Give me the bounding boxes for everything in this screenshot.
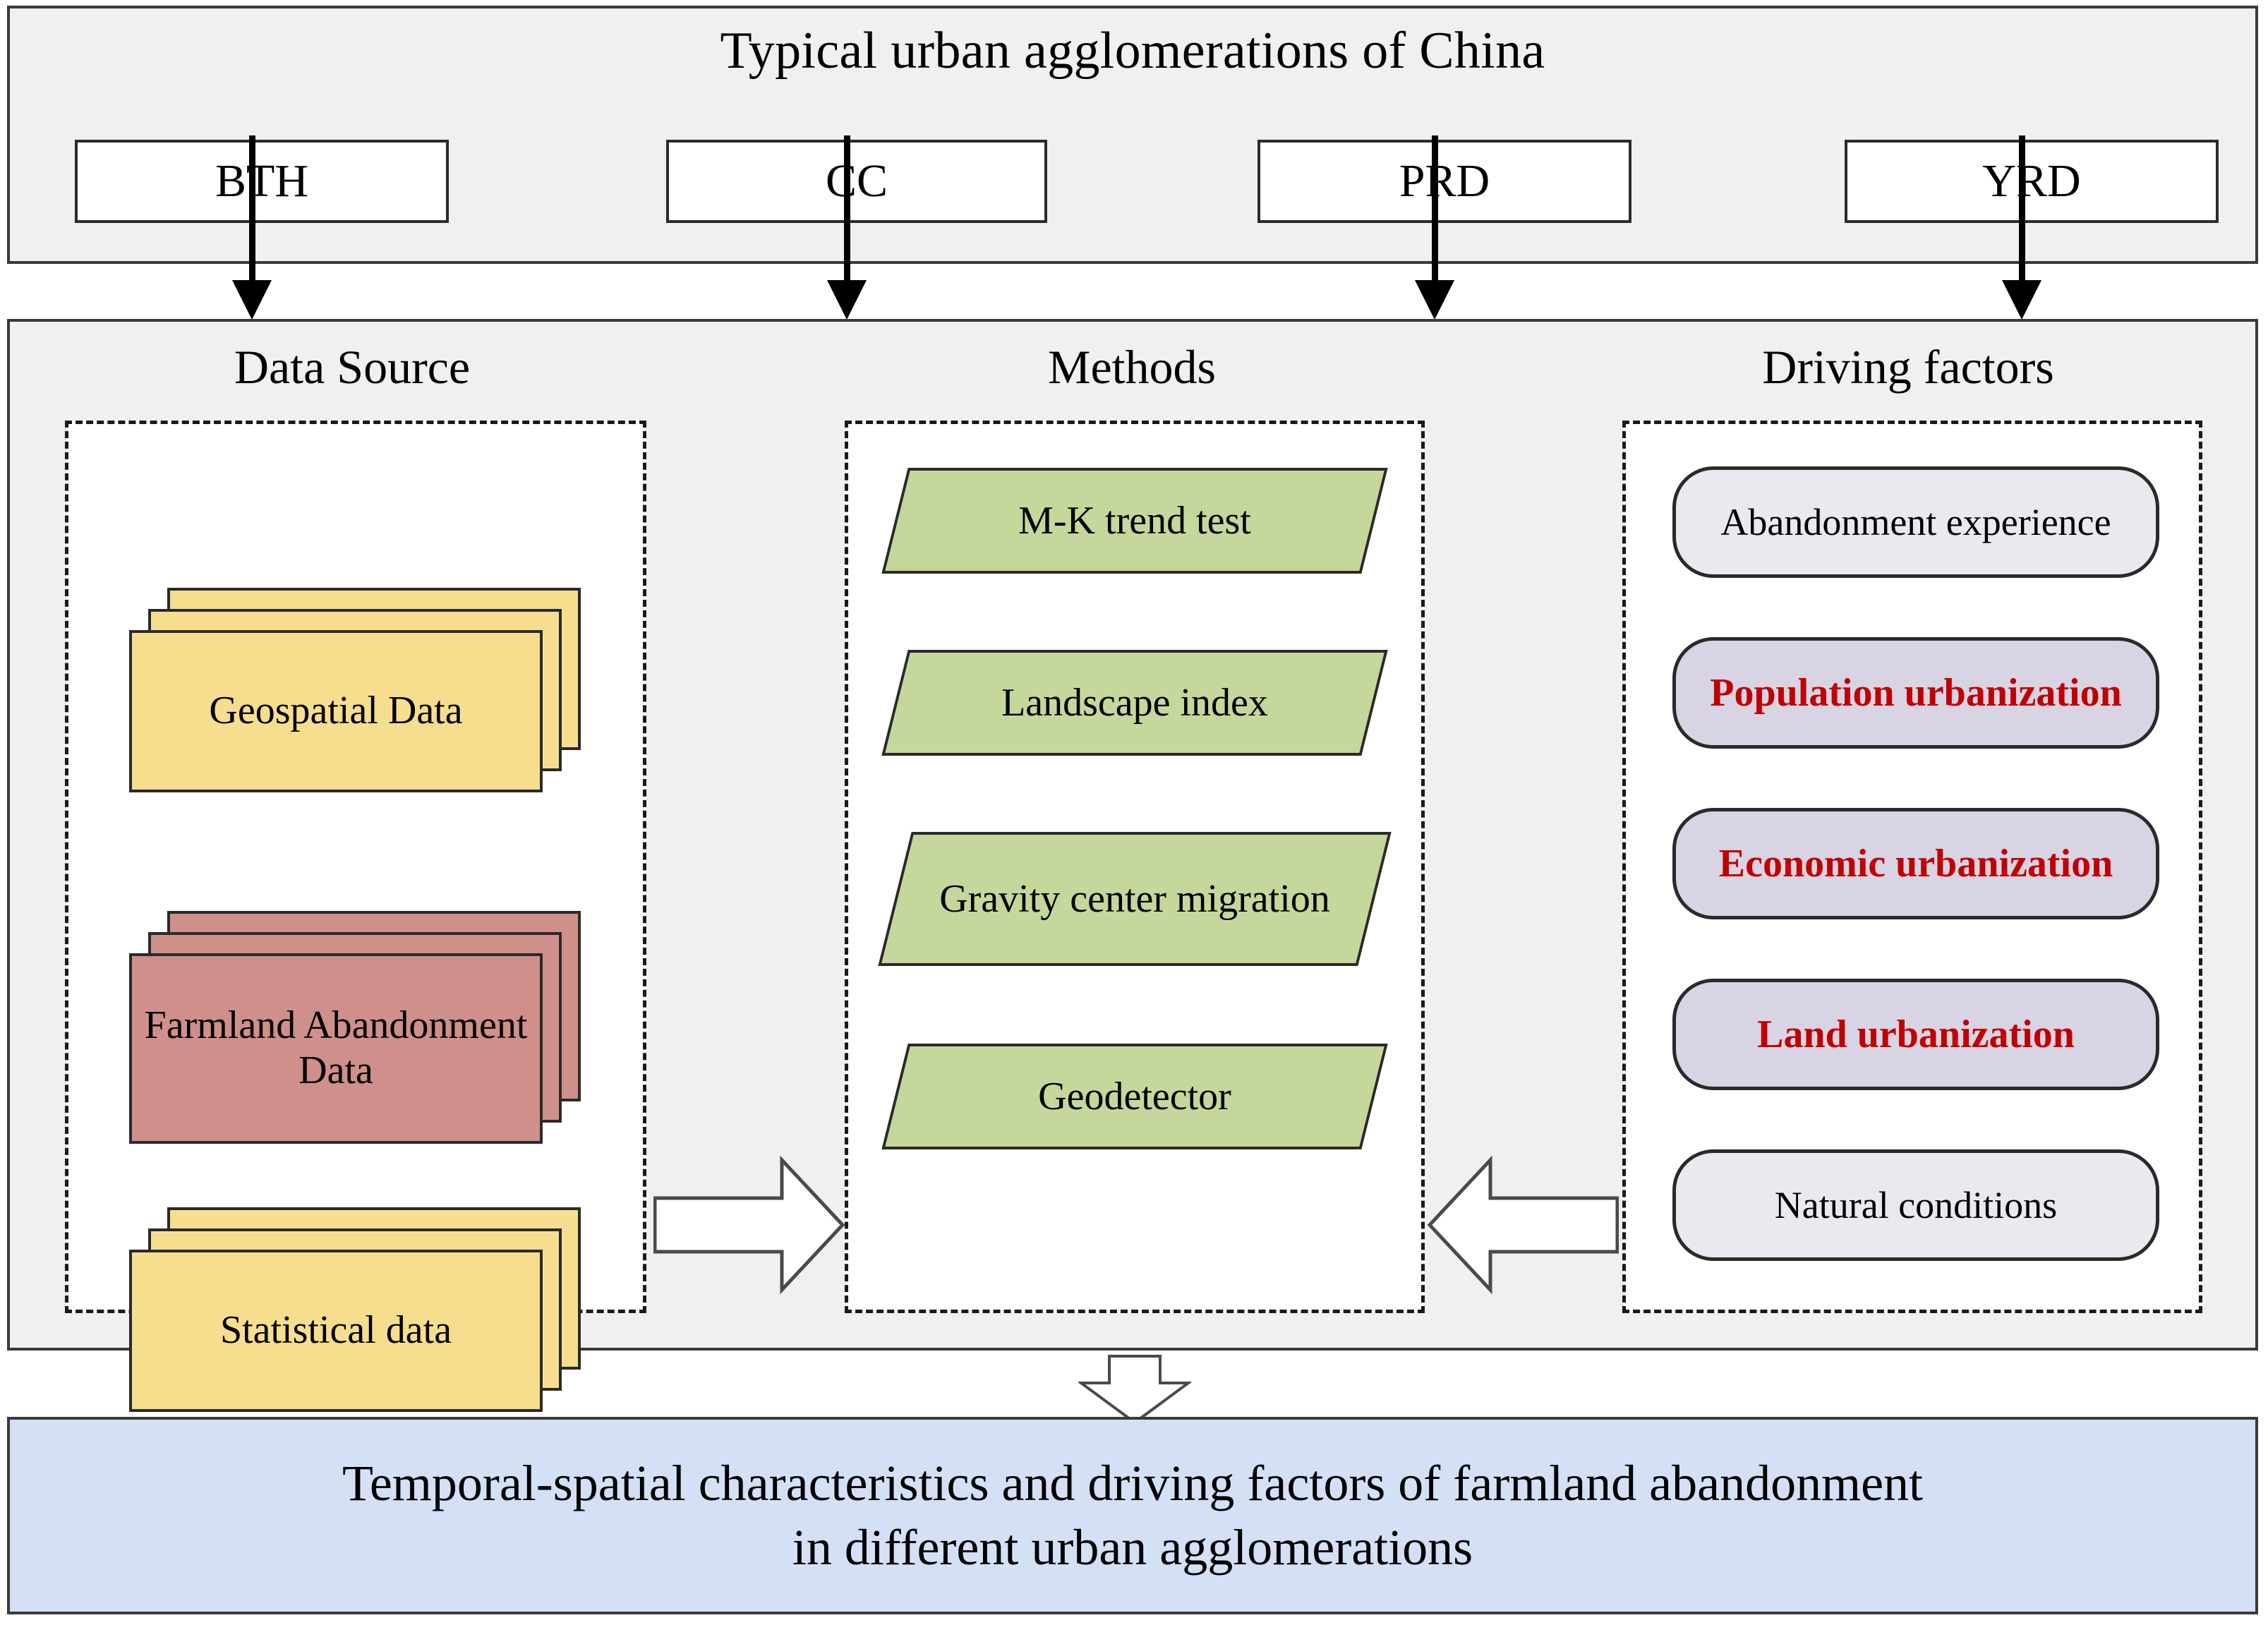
- column-title-driving-factors: Driving factors: [1762, 340, 2054, 394]
- factor-abandonment-experience[interactable]: Abandonment experience: [1672, 466, 2159, 578]
- method-gravity-center-migration[interactable]: Gravity center migration: [878, 832, 1392, 966]
- method-label: M-K trend test: [1018, 498, 1251, 543]
- factor-economic-urbanization[interactable]: Economic urbanization: [1672, 808, 2159, 919]
- column-title-data-source: Data Source: [234, 340, 471, 394]
- factor-label: Natural conditions: [1774, 1183, 2058, 1226]
- factor-label: Population urbanization: [1710, 670, 2122, 715]
- region-label: CC: [825, 155, 888, 207]
- arrow-stem: [1432, 135, 1438, 287]
- arrow-down-icon-prd: [1415, 135, 1454, 320]
- method-label: Landscape index: [1001, 680, 1268, 725]
- arrow-stem: [2019, 135, 2025, 287]
- arrow-stem: [844, 135, 850, 287]
- top-panel: Typical urban agglomerations of China BT…: [7, 6, 2258, 264]
- main-panel: Data Source Methods Driving factors Geos…: [7, 319, 2258, 1412]
- arrow-head: [232, 280, 272, 320]
- region-box-cc[interactable]: CC: [666, 140, 1047, 223]
- arrow-head: [827, 280, 867, 320]
- factor-label: Land urbanization: [1757, 1012, 2075, 1056]
- column-title-methods: Methods: [1048, 340, 1216, 394]
- arrow-down-icon-cc: [827, 135, 867, 320]
- card-layer-front: Farmland Abandonment Data: [129, 953, 543, 1144]
- region-label: BTH: [215, 155, 308, 207]
- arrow-stem: [249, 135, 255, 287]
- data-source-group: Geospatial Data Farmland Abandonment Dat…: [65, 421, 646, 1412]
- data-card-farmland-abandonment[interactable]: Farmland Abandonment Data: [129, 911, 581, 1144]
- arrow-head: [2002, 280, 2041, 320]
- block-arrow-down-icon: [1078, 1355, 1191, 1424]
- method-label: Geodetector: [1038, 1074, 1231, 1118]
- method-label: Gravity center migration: [939, 876, 1330, 921]
- data-card-statistical[interactable]: Statistical data: [129, 1207, 581, 1412]
- region-label: YRD: [1982, 155, 2081, 207]
- factor-population-urbanization[interactable]: Population urbanization: [1672, 637, 2159, 749]
- factor-natural-conditions[interactable]: Natural conditions: [1672, 1149, 2159, 1261]
- method-geodetector[interactable]: Geodetector: [881, 1044, 1388, 1149]
- conclusion-line-1: Temporal-spatial characteristics and dri…: [342, 1455, 1924, 1512]
- driving-factors-group: Abandonment experience Population urbani…: [1622, 421, 2202, 1313]
- data-card-geospatial[interactable]: Geospatial Data: [129, 588, 581, 792]
- card-layer-front: Geospatial Data: [129, 630, 543, 792]
- factor-label: Economic urbanization: [1718, 841, 2113, 886]
- methods-group: M-K trend test Landscape index Gravity c…: [845, 421, 1425, 1313]
- conclusion-text: Temporal-spatial characteristics and dri…: [293, 1451, 1972, 1579]
- block-arrow-right-icon: [653, 1154, 845, 1295]
- arrow-head: [1415, 280, 1454, 320]
- method-mk-trend-test[interactable]: M-K trend test: [881, 468, 1388, 574]
- arrow-down-icon-yrd: [2002, 135, 2041, 320]
- factor-label: Abandonment experience: [1720, 500, 2111, 543]
- block-arrow-left-icon: [1427, 1154, 1619, 1295]
- region-box-yrd[interactable]: YRD: [1845, 140, 2219, 223]
- factor-land-urbanization[interactable]: Land urbanization: [1672, 979, 2159, 1090]
- arrow-down-icon-bth: [232, 135, 272, 320]
- region-box-bth[interactable]: BTH: [75, 140, 449, 223]
- region-label: PRD: [1399, 155, 1490, 207]
- conclusion-line-2: in different urban agglomerations: [792, 1519, 1473, 1576]
- page-title: Typical urban agglomerations of China: [720, 22, 1545, 80]
- conclusion-banner: Temporal-spatial characteristics and dri…: [7, 1417, 2258, 1614]
- region-box-prd[interactable]: PRD: [1257, 140, 1631, 223]
- method-landscape-index[interactable]: Landscape index: [881, 650, 1388, 756]
- card-layer-front: Statistical data: [129, 1250, 543, 1412]
